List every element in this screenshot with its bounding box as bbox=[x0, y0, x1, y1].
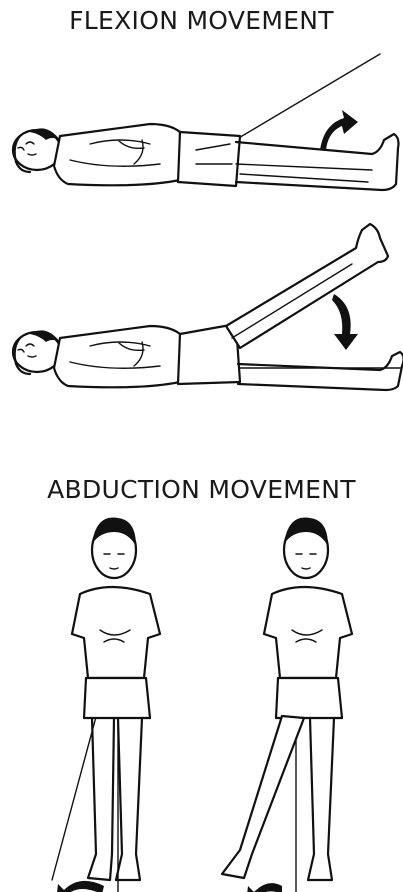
shorts bbox=[178, 132, 240, 186]
abduction-title: ABDUCTION MOVEMENT bbox=[0, 475, 403, 504]
torso bbox=[54, 124, 180, 185]
shorts bbox=[84, 678, 150, 718]
flexion-title: FLEXION MOVEMENT bbox=[0, 6, 403, 35]
torso bbox=[54, 326, 180, 387]
curved-arrow-icon bbox=[56, 881, 104, 892]
flexion-figure-leg-down bbox=[0, 40, 403, 200]
raised-leg bbox=[226, 224, 388, 348]
curved-arrow-icon bbox=[332, 294, 358, 350]
abducted-leg bbox=[222, 716, 304, 878]
shirt bbox=[264, 587, 352, 678]
abduction-figure-leg-abducted bbox=[200, 510, 403, 892]
flexion-figure-leg-up bbox=[0, 220, 403, 400]
curved-arrow-icon bbox=[246, 883, 282, 892]
shorts bbox=[276, 678, 342, 718]
curved-arrow-icon bbox=[320, 110, 358, 150]
shirt bbox=[72, 587, 160, 678]
abduction-figure-legs-together bbox=[0, 510, 200, 892]
